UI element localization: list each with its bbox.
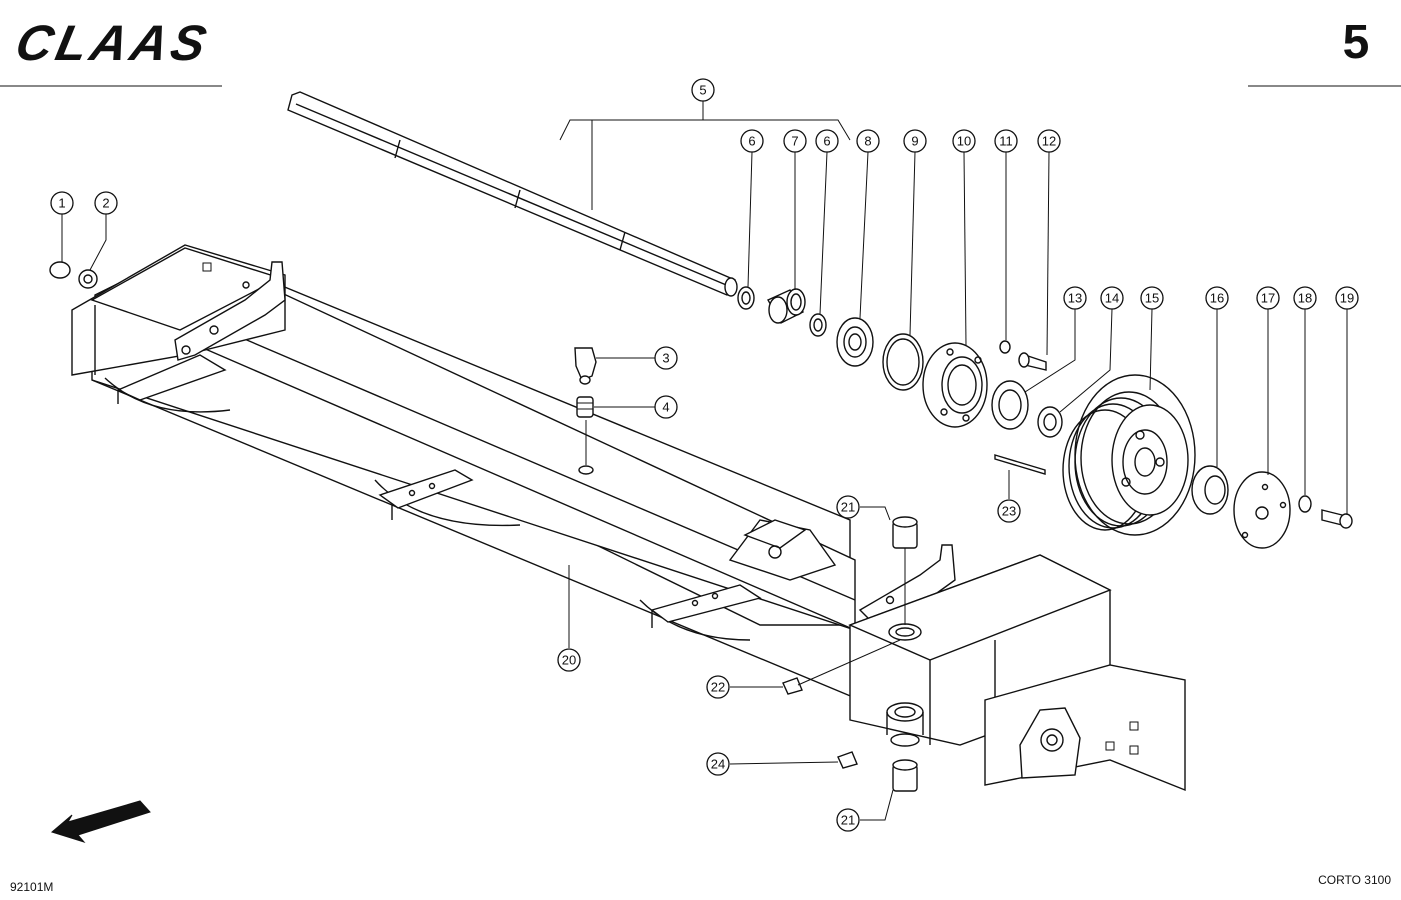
- direction-arrow-icon: [50, 800, 151, 843]
- callout-22[interactable]: 22: [706, 675, 730, 699]
- brand-logo-text: CLAAS: [11, 15, 215, 71]
- callout-label: 7: [791, 134, 798, 149]
- callout-label: 2: [102, 196, 109, 211]
- callout-1[interactable]: 1: [50, 191, 74, 215]
- page-number: 5: [1343, 16, 1370, 69]
- callout-label: 19: [1340, 291, 1354, 306]
- callout-14[interactable]: 14: [1100, 286, 1124, 310]
- callout-10[interactable]: 10: [952, 129, 976, 153]
- callout-label: 9: [911, 134, 918, 149]
- model-name: CORTO 3100: [1318, 873, 1391, 887]
- callout-19[interactable]: 19: [1335, 286, 1359, 310]
- main-frame-beam: [71, 244, 1186, 792]
- callout-label: 10: [957, 134, 971, 149]
- callout-23[interactable]: 23: [997, 499, 1021, 523]
- callout-5[interactable]: 5: [691, 78, 715, 102]
- callout-label: 16: [1210, 291, 1224, 306]
- callout-label: 4: [662, 400, 669, 415]
- callout-label: 13: [1068, 291, 1082, 306]
- callout-7[interactable]: 7: [783, 129, 807, 153]
- callout-label: 6: [748, 134, 755, 149]
- callout-4[interactable]: 4: [654, 395, 678, 419]
- callout-12[interactable]: 12: [1037, 129, 1061, 153]
- callout-21b[interactable]: 21: [836, 808, 860, 832]
- callout-label: 20: [562, 653, 576, 668]
- end-plug-parts: [49, 261, 98, 289]
- callout-label: 17: [1261, 291, 1275, 306]
- callout-label: 5: [699, 83, 706, 98]
- callout-label: 1: [58, 196, 65, 211]
- callout-8[interactable]: 8: [856, 129, 880, 153]
- callout-20[interactable]: 20: [557, 648, 581, 672]
- callout-21a[interactable]: 21: [836, 495, 860, 519]
- callout-label: 18: [1298, 291, 1312, 306]
- pulley-retainer-parts: [1191, 465, 1353, 549]
- callout-2[interactable]: 2: [94, 191, 118, 215]
- callout-18[interactable]: 18: [1293, 286, 1317, 310]
- callout-label: 15: [1145, 291, 1159, 306]
- callout-label: 8: [864, 134, 871, 149]
- leader-lines: [61, 101, 1348, 821]
- callout-label: 6: [823, 134, 830, 149]
- snap-ring-6a: [737, 286, 755, 310]
- callout-label: 12: [1042, 134, 1056, 149]
- callout-11[interactable]: 11: [994, 129, 1018, 153]
- callout-16[interactable]: 16: [1205, 286, 1229, 310]
- callout-15[interactable]: 15: [1140, 286, 1164, 310]
- belt-pulley: [1062, 374, 1196, 536]
- brand-logo: CLAAS: [11, 15, 215, 71]
- callout-17[interactable]: 17: [1256, 286, 1280, 310]
- callout-label: 11: [999, 134, 1013, 149]
- callout-label: 21: [841, 813, 855, 828]
- grease-nipple-and-plug: [574, 347, 597, 475]
- callout-9[interactable]: 9: [903, 129, 927, 153]
- drive-shaft: [287, 91, 738, 297]
- callout-13[interactable]: 13: [1063, 286, 1087, 310]
- pivot-bushings: [782, 516, 918, 792]
- callout-label: 14: [1105, 291, 1119, 306]
- callout-24[interactable]: 24: [706, 752, 730, 776]
- callout-label: 23: [1002, 504, 1016, 519]
- shaft-parts: [737, 286, 1063, 475]
- callout-label: 3: [662, 351, 669, 366]
- callout-label: 22: [711, 680, 725, 695]
- callout-6a[interactable]: 6: [740, 129, 764, 153]
- callout-3[interactable]: 3: [654, 346, 678, 370]
- callout-label: 21: [841, 500, 855, 515]
- callout-label: 24: [711, 757, 725, 772]
- drawing-code: 92101M: [10, 880, 53, 894]
- callout-6b[interactable]: 6: [815, 129, 839, 153]
